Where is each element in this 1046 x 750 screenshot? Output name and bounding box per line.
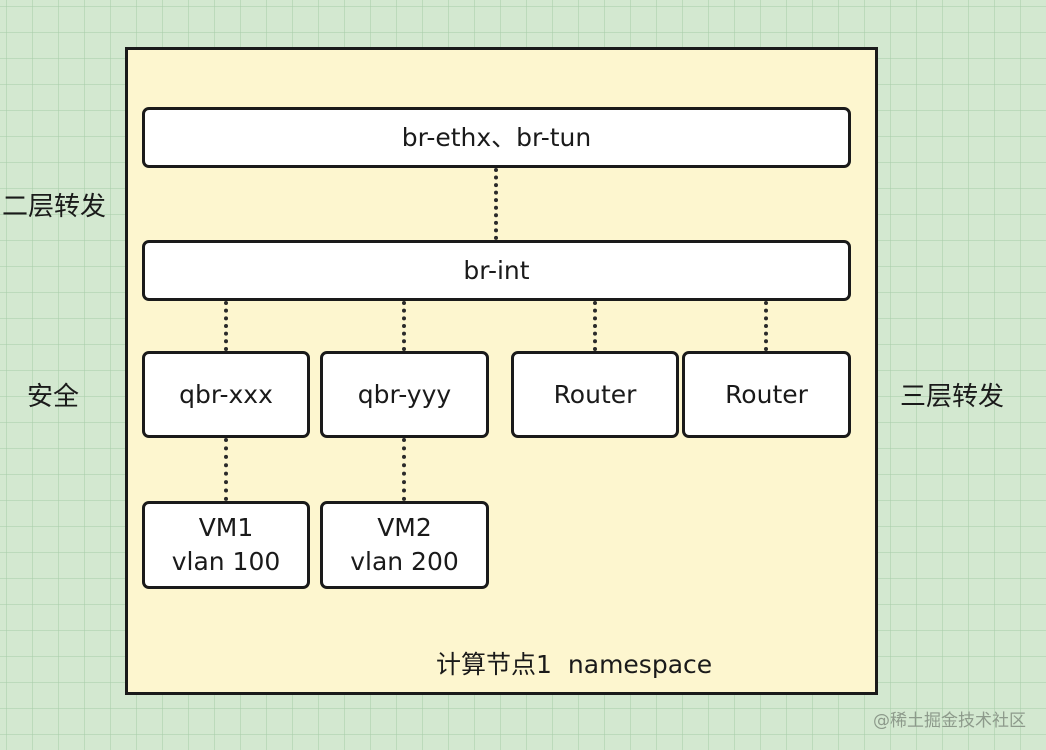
namespace-name-label: namespace [567, 650, 713, 679]
link-br-int-to-qbr-xxx [224, 301, 228, 351]
br-ethx-br-tun-bridge: br-ethx、br-tun [142, 107, 851, 168]
qbr-xxx-label: qbr-xxx [179, 379, 273, 409]
link-qbr-yyy-to-vm2 [402, 438, 406, 501]
link-br-int-to-router-2 [764, 301, 768, 351]
vm2-vlan: vlan 200 [350, 547, 459, 576]
qbr-yyy-bridge: qbr-yyy [320, 351, 489, 438]
vm1-box: VM1 vlan 100 [142, 501, 310, 589]
qbr-xxx-bridge: qbr-xxx [142, 351, 310, 438]
br-ethx-br-tun-label: br-ethx、br-tun [401, 122, 592, 152]
router-2-label: Router [725, 379, 808, 409]
link-external-to-br-int [494, 168, 498, 240]
security-label: 安全 [27, 382, 80, 412]
br-int-label: br-int [463, 255, 530, 285]
vm1-name: VM1 [198, 513, 254, 542]
watermark: @稀土掘金技术社区 [873, 711, 1026, 731]
vm2-box: VM2 vlan 200 [320, 501, 489, 589]
link-br-int-to-router-1 [593, 301, 597, 351]
namespace-caption: 计算节点1 namespace [436, 648, 712, 682]
layer2-forwarding-label: 二层转发 [2, 192, 107, 222]
vm1-vlan: vlan 100 [171, 547, 281, 576]
vm2-name: VM2 [377, 513, 432, 542]
link-qbr-xxx-to-vm1 [224, 438, 228, 501]
router-1: Router [511, 351, 679, 438]
layer3-forwarding-label: 三层转发 [900, 382, 1005, 412]
compute-node-label: 计算节点1 [436, 650, 552, 679]
router-1-label: Router [553, 379, 637, 409]
br-int-bridge: br-int [142, 240, 851, 301]
link-br-int-to-qbr-yyy [402, 301, 406, 351]
qbr-yyy-label: qbr-yyy [357, 379, 452, 409]
router-2: Router [682, 351, 851, 438]
